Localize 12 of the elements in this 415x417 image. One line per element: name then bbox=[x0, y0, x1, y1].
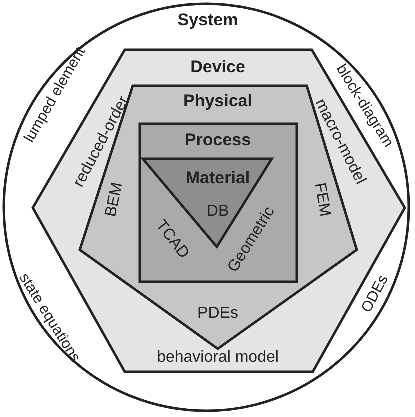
method-label: behavioral model bbox=[157, 350, 279, 366]
method-label: FEM bbox=[311, 182, 333, 218]
level-title: Material bbox=[186, 170, 250, 186]
level-title: Physical bbox=[184, 92, 252, 110]
level-title: System bbox=[178, 12, 238, 28]
process-square bbox=[140, 124, 297, 282]
method-label: ODEs bbox=[358, 272, 392, 316]
system-circle bbox=[3, 3, 410, 412]
method-label: PDEs bbox=[198, 306, 238, 322]
method-label: DB bbox=[206, 204, 230, 220]
level-title: Device bbox=[190, 58, 246, 76]
level-title: Process bbox=[184, 132, 252, 148]
